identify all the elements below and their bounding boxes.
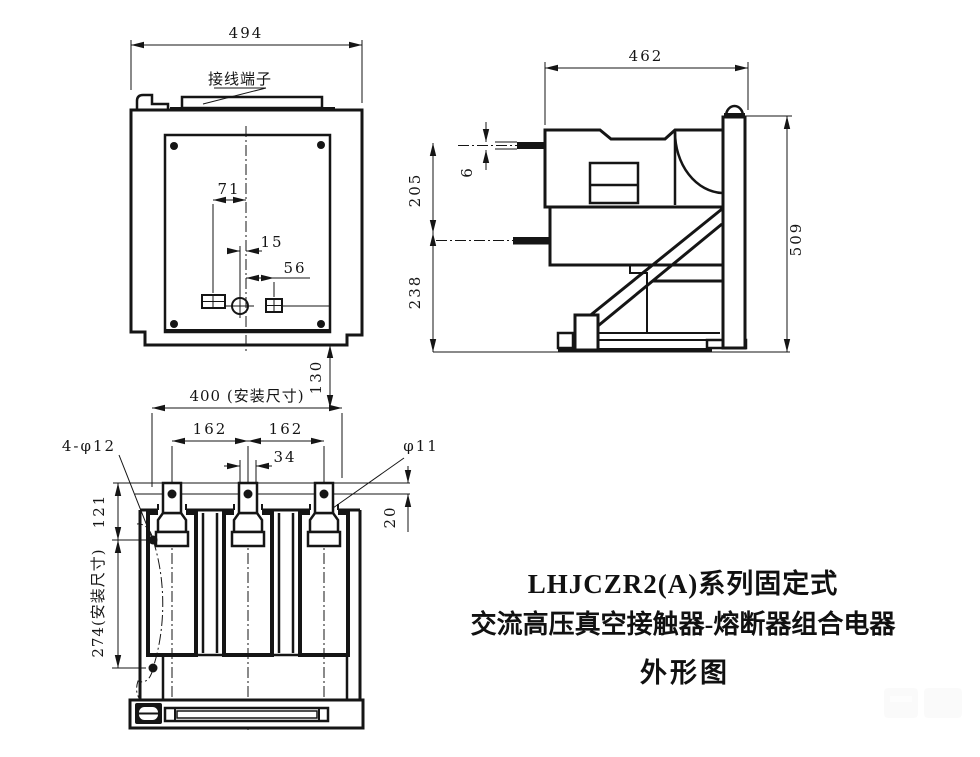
dim-front-56: 56 — [246, 259, 310, 297]
panel-screw — [317, 141, 325, 149]
terminal-strip-label: 接线端子 — [208, 70, 272, 88]
diagonal-brace — [581, 207, 723, 324]
terminal-hole — [243, 489, 253, 499]
svg-text:400 (安装尺寸): 400 (安装尺寸) — [189, 387, 304, 405]
support-block — [161, 653, 349, 702]
terminal-hole — [167, 489, 177, 499]
left-slot — [201, 294, 226, 309]
dim-side-509: 509 — [746, 115, 805, 352]
front-panel — [163, 133, 332, 334]
mid-body — [548, 205, 725, 267]
bottom-view: 400 (安装尺寸) 162 162 34 4-φ12 φ11 — [62, 387, 439, 730]
leader-line — [118, 454, 152, 537]
rear-plate — [721, 115, 747, 350]
svg-text:162: 162 — [269, 420, 304, 438]
frame-top-edge — [140, 504, 360, 512]
watermark-logo — [884, 688, 962, 718]
label-mounting-holes: 4-φ12 — [62, 437, 152, 537]
svg-text:φ11: φ11 — [403, 437, 439, 455]
dim-bottom-mounting-depth: 274(安装尺寸) — [89, 539, 146, 669]
terminal-leader-line — [202, 87, 267, 105]
label-terminal-hole: φ11 — [332, 437, 439, 509]
dim-side-238: 238 — [406, 233, 437, 352]
svg-text:56: 56 — [283, 259, 306, 277]
dim-bottom-upper-offset: 121 — [90, 483, 122, 540]
dim-side-462: 462 — [544, 47, 749, 125]
dim-bottom-terminal-width: 34 — [224, 448, 296, 482]
svg-text:509: 509 — [787, 222, 805, 257]
title-line3: 外形图 — [640, 658, 730, 688]
svg-text:121: 121 — [90, 494, 108, 529]
svg-text:494: 494 — [229, 24, 264, 42]
svg-text:4-φ12: 4-φ12 — [62, 437, 116, 455]
terminal-hole — [319, 489, 329, 499]
svg-text:162: 162 — [193, 420, 228, 438]
svg-text:462: 462 — [629, 47, 664, 65]
dim-bottom-hole-offset: 20 — [381, 466, 412, 532]
dim-front-71: 71 — [212, 180, 246, 293]
panel-screw — [170, 142, 178, 150]
svg-text:274(安装尺寸): 274(安装尺寸) — [89, 548, 107, 657]
leader-line — [332, 457, 405, 509]
svg-text:71: 71 — [217, 180, 240, 198]
svg-text:15: 15 — [260, 233, 283, 251]
svg-text:6: 6 — [458, 166, 476, 178]
panel-screw — [170, 320, 178, 328]
dim-front-15: 15 — [227, 233, 283, 255]
panel-screw — [317, 320, 325, 328]
terminal-stub-lower — [436, 237, 550, 245]
base — [128, 698, 365, 730]
dim-bottom-pole-pitch: 162 162 — [171, 420, 325, 481]
svg-text:238: 238 — [406, 275, 424, 310]
front-view: 接线端子 494 71 15 56 — [129, 24, 364, 408]
lifting-hook — [135, 93, 170, 112]
title-line1: LHJCZR2(A)系列固定式 — [528, 568, 839, 599]
front-foot — [573, 313, 600, 352]
right-slot — [265, 298, 330, 313]
dim-side-6: 6 — [458, 122, 490, 178]
dim-side-205: 205 — [406, 143, 437, 233]
title-block: LHJCZR2(A)系列固定式 交流高压真空接触器-熔断器组合电器 外形图 — [471, 568, 897, 688]
mounting-holes — [136, 523, 164, 699]
dim-bottom-mounting-width: 400 (安装尺寸) — [151, 387, 343, 487]
side-view: 6 205 238 462 509 — [406, 47, 805, 353]
dim-front-overall-width: 494 — [130, 24, 363, 103]
svg-text:34: 34 — [273, 448, 296, 466]
svg-text:130: 130 — [307, 360, 325, 395]
center-knob — [226, 246, 254, 318]
title-line2: 交流高压真空接触器-熔断器组合电器 — [471, 609, 897, 639]
terminal-strip — [180, 95, 324, 110]
svg-text:20: 20 — [381, 505, 399, 528]
dim-front-130: 130 — [307, 345, 334, 408]
svg-text:205: 205 — [406, 173, 424, 208]
terminal-stub-upper — [458, 141, 545, 150]
